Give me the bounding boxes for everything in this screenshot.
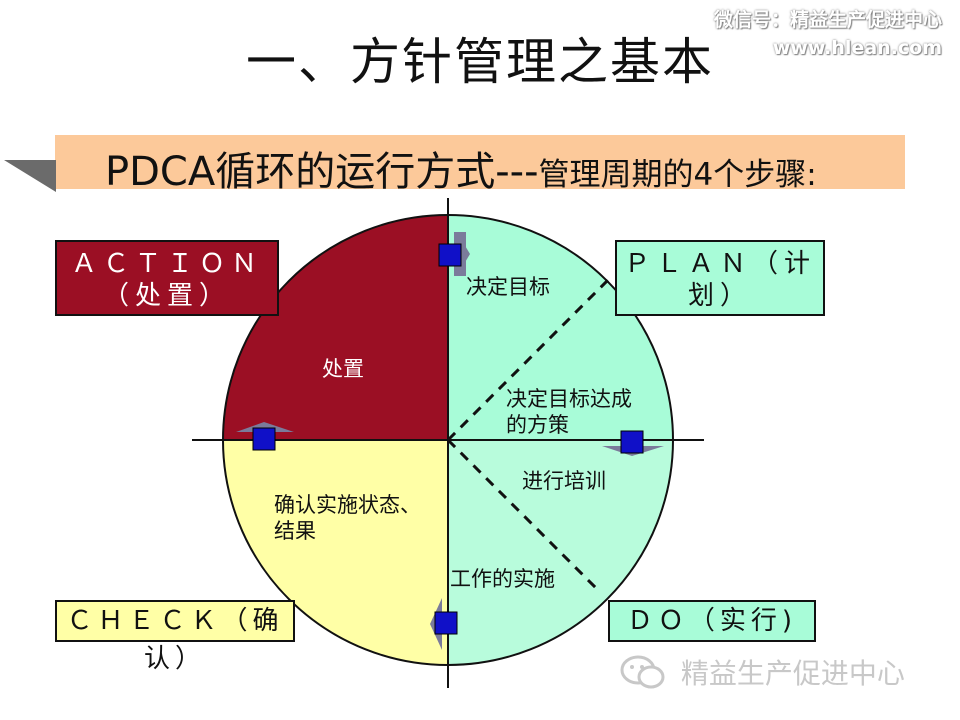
action-step-label: 处置: [322, 357, 364, 381]
watermark: 微信号：精益生产促进中心 www.hlean.com: [714, 6, 942, 62]
quadrant-action: [223, 215, 448, 440]
goal-step-label: 决定目标: [466, 275, 550, 299]
arrow-do-icon: [602, 430, 664, 456]
action-box-subtitle: （处置）: [102, 281, 231, 311]
confirm-step-line1: 确认实施状态、: [274, 493, 421, 517]
pointer-icon: [4, 160, 56, 192]
plan-box-title: ＰＬＡＮ（计: [623, 249, 816, 279]
plan-box: ＰＬＡＮ（计 划）: [615, 240, 825, 316]
wechat-icon: [620, 655, 665, 689]
page-title: 一、方针管理之基本: [246, 33, 714, 91]
arrow-check-icon: [430, 598, 458, 650]
brand-logo: 精益生产促进中心: [620, 652, 905, 692]
arrow-action-icon: [236, 422, 294, 451]
check-box: ＣＨＥＣＫ（确认）: [55, 600, 295, 674]
confirm-step-label: 确认实施状态、 结果: [274, 492, 421, 544]
watermark-wechat-id: 微信号：精益生产促进中心: [713, 9, 942, 31]
arrow-plan-icon: [438, 232, 470, 276]
subtitle: PDCA循环的运行方式---管理周期的4个步骤:: [105, 139, 817, 197]
strategy-step-label: 决定目标达成 的方策: [506, 386, 632, 438]
subtitle-small: 管理周期的4个步骤:: [538, 157, 817, 193]
implement-step-label: 工作的实施: [450, 567, 555, 591]
do-box: ＤＯ（实行): [608, 600, 816, 642]
subtitle-main: PDCA循环的运行方式---: [105, 149, 539, 195]
subtitle-bar: [55, 135, 905, 189]
strategy-step-line1: 决定目标达成: [506, 387, 632, 411]
training-step-label: 进行培训: [522, 469, 606, 493]
action-box-title: ＡＣＴＩＯＮ: [70, 249, 263, 279]
plan-box-subtitle: 划）: [687, 281, 752, 311]
quadrant-check: [223, 440, 448, 665]
confirm-step-line2: 结果: [274, 519, 316, 543]
brand-logo-text: 精益生产促进中心: [680, 657, 905, 690]
action-box: ＡＣＴＩＯＮ （处置）: [55, 240, 279, 316]
watermark-url: www.hlean.com: [772, 37, 942, 59]
plan-divider-line: [446, 278, 610, 442]
strategy-step-line2: 的方策: [506, 413, 569, 437]
